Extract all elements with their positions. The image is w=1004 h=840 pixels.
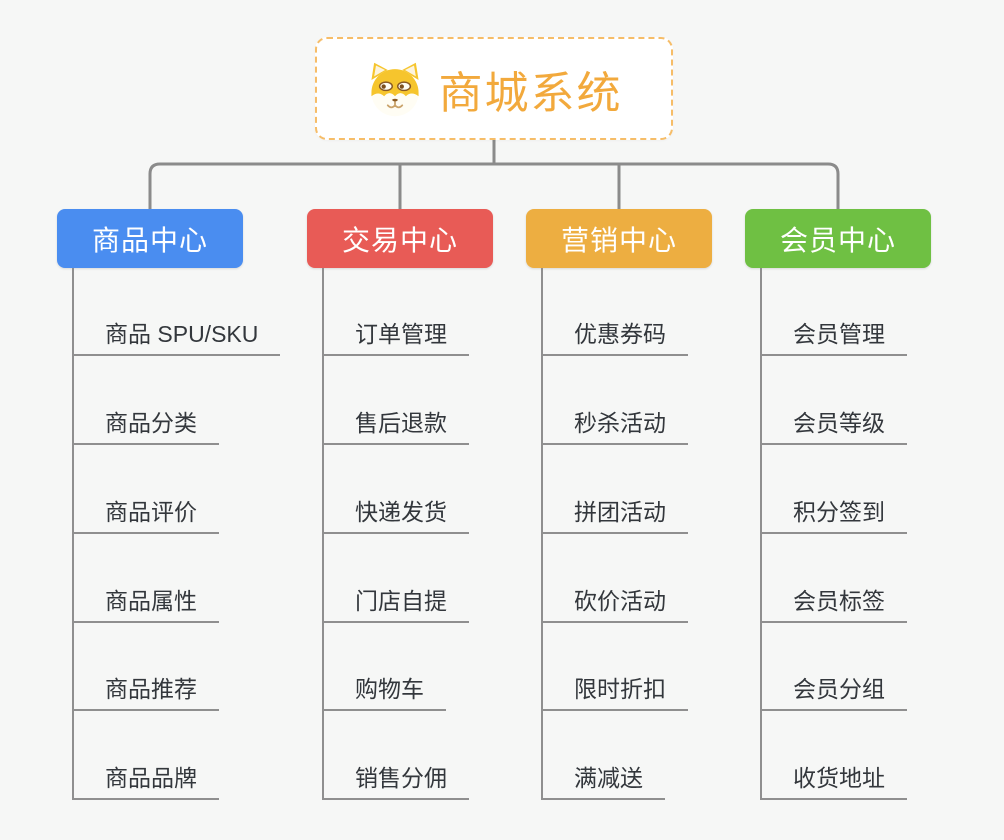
leaf-topic[interactable]: 商品推荐 — [72, 676, 219, 711]
leaf-topic[interactable]: 会员管理 — [760, 321, 907, 356]
leaf-topic[interactable]: 商品品牌 — [72, 765, 219, 800]
branch-box-marketing-center[interactable]: 营销中心 — [526, 209, 712, 268]
branch-connector-line — [541, 268, 543, 800]
branch-connector-line — [322, 268, 324, 800]
leaf-topic[interactable]: 会员分组 — [760, 676, 907, 711]
leaf-topic[interactable]: 商品属性 — [72, 588, 219, 623]
leaf-topic[interactable]: 优惠券码 — [541, 321, 688, 356]
leaf-topic[interactable]: 商品评价 — [72, 499, 219, 534]
leaf-topic[interactable]: 拼团活动 — [541, 499, 688, 534]
leaf-topic[interactable]: 销售分佣 — [322, 765, 469, 800]
leaf-topic[interactable]: 积分签到 — [760, 499, 907, 534]
leaf-topic[interactable]: 门店自提 — [322, 588, 469, 623]
branch-box-product-center[interactable]: 商品中心 — [57, 209, 243, 268]
leaf-topic[interactable]: 订单管理 — [322, 321, 469, 356]
branch-connector-line — [72, 268, 74, 800]
shiba-dog-icon — [366, 60, 424, 118]
leaf-topic[interactable]: 满减送 — [541, 765, 665, 800]
root-node[interactable]: 商城系统 — [315, 37, 673, 140]
leaf-topic[interactable]: 购物车 — [322, 676, 446, 711]
leaf-topic[interactable]: 砍价活动 — [541, 588, 688, 623]
leaf-topic[interactable]: 商品 SPU/SKU — [72, 321, 281, 356]
branch-box-trade-center[interactable]: 交易中心 — [307, 209, 493, 268]
leaf-topic[interactable]: 限时折扣 — [541, 676, 688, 711]
leaf-topic[interactable]: 会员等级 — [760, 410, 907, 445]
branch-box-member-center[interactable]: 会员中心 — [745, 209, 931, 268]
leaf-topic[interactable]: 收货地址 — [760, 765, 907, 800]
branch-connector-line — [760, 268, 762, 800]
leaf-topic[interactable]: 快递发货 — [322, 499, 469, 534]
leaf-topic[interactable]: 商品分类 — [72, 410, 219, 445]
leaf-topic[interactable]: 秒杀活动 — [541, 410, 688, 445]
root-title: 商城系统 — [438, 68, 623, 118]
leaf-topic[interactable]: 售后退款 — [322, 410, 469, 445]
leaf-topic[interactable]: 会员标签 — [760, 588, 907, 623]
